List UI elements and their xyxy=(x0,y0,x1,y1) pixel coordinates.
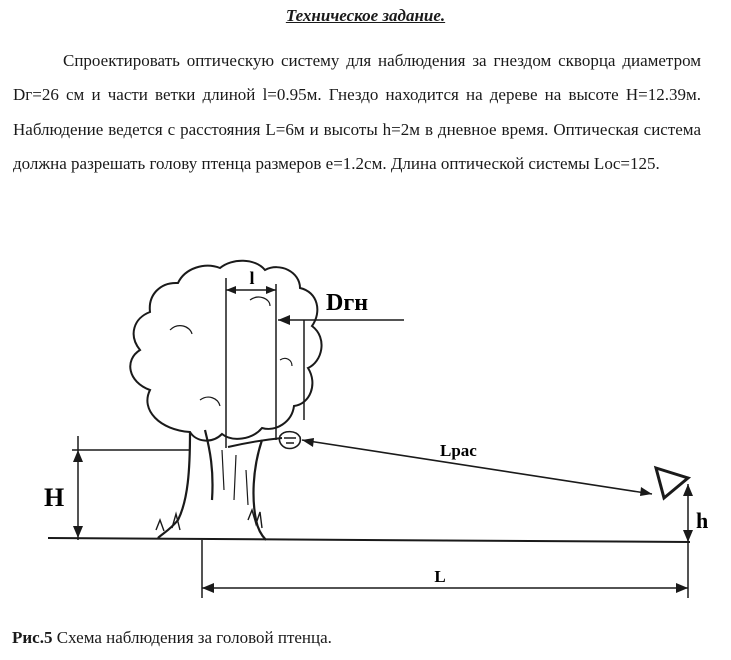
label-dgn: Dгн xyxy=(326,290,368,316)
document-title: Техническое задание. xyxy=(285,6,446,25)
dim-l-arrows xyxy=(226,286,276,294)
label-h: h xyxy=(696,508,708,533)
dim-dgn-arrow xyxy=(278,315,290,325)
observation-diagram: l Dгн Lрас H h L xyxy=(44,259,708,598)
caption-number: Рис.5 xyxy=(12,628,53,647)
label-lras: Lрас xyxy=(440,441,477,460)
tree-crown-texture xyxy=(169,296,293,407)
label-H: H xyxy=(44,483,64,512)
tree-trunk xyxy=(157,429,267,541)
caption-text: Схема наблюдения за головой птенца. xyxy=(52,628,332,647)
label-L: L xyxy=(434,567,445,586)
tree-crown xyxy=(129,259,323,442)
branch xyxy=(227,437,283,448)
nest xyxy=(278,430,302,450)
dim-small-h-arrows xyxy=(683,484,693,542)
observer-device-icon xyxy=(653,465,692,501)
tree-bark xyxy=(221,449,249,506)
line-of-sight xyxy=(301,439,653,495)
ground-line xyxy=(47,537,691,543)
task-paragraph: Спроектировать оптическую систему для на… xyxy=(13,51,701,174)
figure-caption: Рис.5 Схема наблюдения за головой птенца… xyxy=(12,628,332,648)
grass xyxy=(155,507,263,532)
label-l: l xyxy=(249,268,254,288)
